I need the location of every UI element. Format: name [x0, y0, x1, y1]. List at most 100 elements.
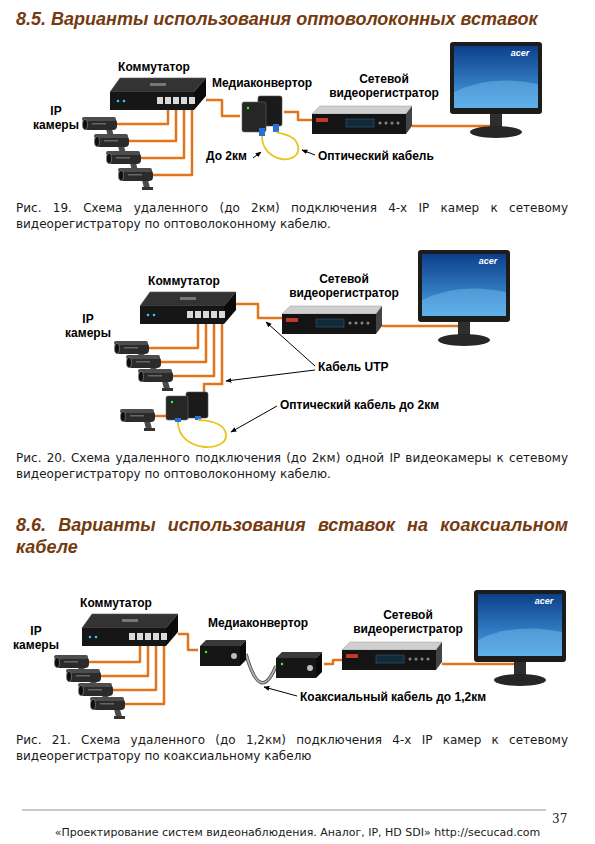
network-switch [140, 292, 236, 324]
figure-caption: Рис. 20. Схема удаленного подключения (д… [16, 450, 568, 482]
ip-camera [138, 369, 173, 391]
cable [153, 174, 158, 177]
connector-group [130, 100, 474, 704]
cable-label: Оптический кабель до 2км [280, 398, 439, 412]
cable-connector [130, 646, 156, 690]
device-node: acer [450, 42, 542, 140]
device-node: Сетевой видеорегистратор [342, 642, 442, 670]
ip-camera [118, 168, 153, 190]
device-node: Сетевой видеорегистратор [312, 106, 412, 134]
footer-rule [22, 810, 546, 811]
figure-caption: Рис. 19. Схема удаленного (до 2км) подкл… [16, 200, 568, 232]
device-label: Медиаконвертор [212, 76, 312, 90]
device-label: Коммутатор [80, 596, 152, 610]
cable-connector [182, 324, 214, 376]
device-node: IP камеры [78, 114, 158, 192]
cable [161, 361, 182, 364]
media-converter [276, 652, 322, 678]
coax-cable [246, 654, 276, 683]
brand-logo: acer [511, 48, 530, 58]
device-node: acer [418, 250, 510, 348]
device-node: Сетевой видеорегистратор [282, 306, 382, 334]
cable [474, 663, 514, 666]
device-label: Медиаконвертор [208, 616, 308, 630]
device-label: Коммутатор [148, 274, 220, 288]
ip-camera [120, 409, 155, 431]
cable-connector [158, 110, 192, 175]
cable-connector [130, 646, 140, 662]
device-label: Сетевой видеорегистратор [348, 608, 468, 636]
network-recorder [342, 642, 442, 670]
cable-connector [130, 646, 148, 676]
cable-connector [284, 112, 312, 120]
device-label: Коммутатор [118, 60, 190, 74]
brand-logo: acer [479, 256, 498, 266]
ip-camera [90, 697, 125, 719]
leader-line [231, 406, 277, 432]
media-converter [200, 640, 246, 666]
device-node: Медиаконвертор [198, 636, 324, 684]
camera-cables [117, 124, 490, 175]
device-label: IP камеры [62, 312, 114, 340]
monitor [450, 42, 542, 138]
cable-connector [158, 110, 168, 124]
device-node: acer [474, 590, 566, 688]
cable-connector [206, 100, 240, 116]
cable [129, 140, 158, 143]
cable [155, 415, 166, 418]
device-label: IP камеры [10, 624, 62, 652]
network-switch [110, 78, 206, 110]
cable-connector [412, 125, 450, 128]
cable [117, 123, 158, 126]
footer-text: «Проектирование систем видеонаблюдения. … [0, 826, 595, 840]
cable-connector [442, 663, 474, 666]
media-converter [166, 392, 208, 422]
device-node: IP камеры [50, 652, 130, 722]
cable-connector [236, 304, 282, 318]
cable-connector [182, 324, 198, 348]
media-converter [242, 96, 282, 136]
fiber-loop [178, 420, 226, 447]
cable-connector [182, 324, 206, 362]
fiber-loop [262, 132, 298, 159]
section-heading: 8.5. Варианты использования оптоволоконн… [16, 8, 538, 30]
device-node: Коммутатор [140, 292, 236, 324]
network-switch [82, 614, 178, 646]
cable-label: Кабель UTP [318, 360, 389, 374]
brand-logo: acer [535, 596, 554, 606]
network-recorder [282, 306, 382, 334]
leader-line [266, 322, 315, 366]
cable-connector [324, 660, 342, 664]
monitor [474, 590, 566, 686]
cable-label: Оптический кабель [318, 149, 434, 163]
cable-connector [158, 110, 184, 158]
leader-line [226, 370, 315, 381]
cable [113, 689, 130, 692]
coax-cable [246, 654, 276, 683]
cable [89, 661, 130, 664]
figure-caption: Рис. 21. Схема удаленного (до 1,2км) под… [16, 732, 568, 764]
device-node: Коммутатор [82, 614, 178, 646]
cable [418, 325, 458, 328]
cable [141, 157, 158, 160]
device-label: IP камеры [30, 104, 82, 132]
cable [125, 703, 130, 706]
monitor [418, 250, 510, 346]
leader-line [264, 687, 297, 696]
section-heading: 8.6. Варианты использования вставок на к… [16, 514, 568, 558]
cable-length: До 2км [206, 149, 247, 163]
cable-connector [130, 646, 164, 704]
page-number: 37 [552, 812, 567, 826]
device-node: IP камеры [110, 338, 182, 394]
cable-connector [178, 634, 198, 650]
leader-line [253, 152, 261, 158]
device-label: Сетевой видеорегистратор [324, 72, 444, 100]
cable-connector [158, 110, 176, 141]
network-recorder [312, 106, 412, 134]
cable [173, 375, 182, 378]
device-label: Сетевой видеорегистратор [284, 272, 404, 300]
leader-line [302, 150, 315, 155]
device-node: Коммутатор [110, 78, 206, 110]
